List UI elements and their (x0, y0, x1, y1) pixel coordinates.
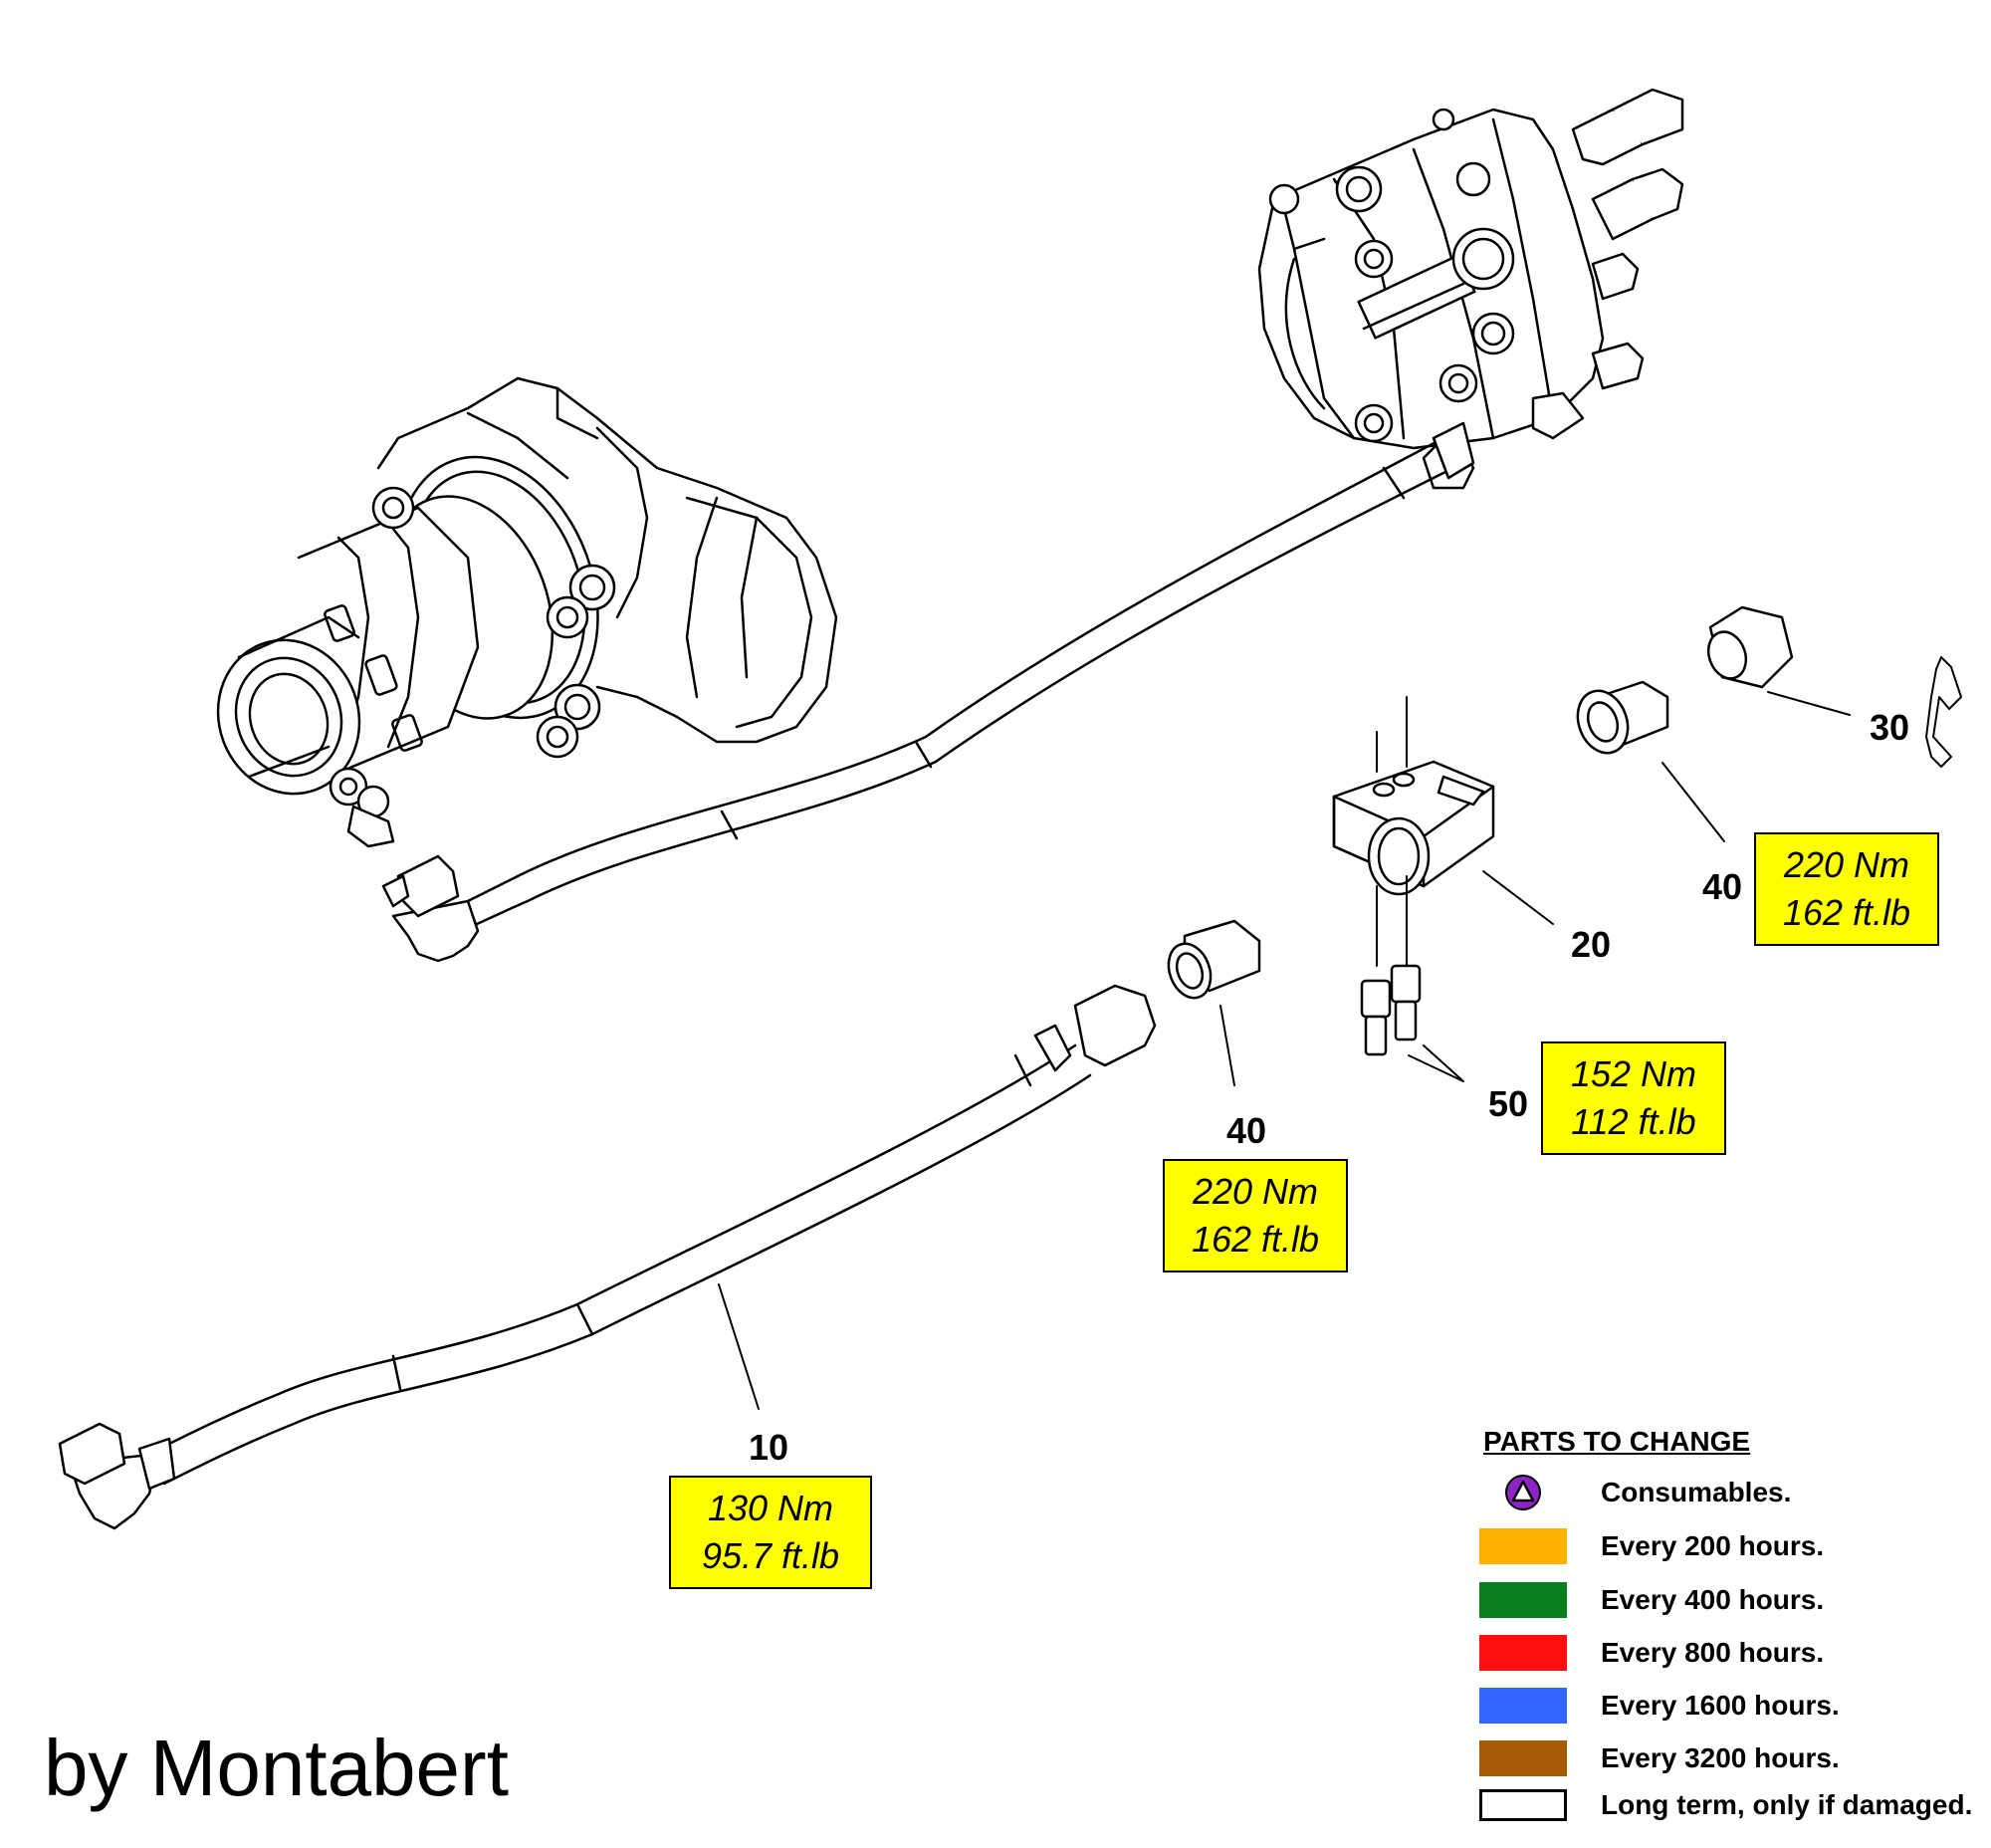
legend-item-400h: Every 400 hours. (1479, 1580, 1824, 1620)
legend-swatch (1479, 1635, 1567, 1671)
legend-swatch (1479, 1528, 1567, 1564)
torque-imperial: 162 ft.lb (1191, 1219, 1320, 1260)
torque-box-40-lower: 220 Nm 162 ft.lb (1163, 1159, 1348, 1272)
legend-label: Every 200 hours. (1601, 1530, 1825, 1561)
legend-label: Every 1600 hours. (1601, 1690, 1840, 1721)
callout-20: 20 (1571, 924, 1612, 965)
legend-swatch (1479, 1582, 1567, 1618)
callout-50: 50 (1488, 1083, 1529, 1124)
legend-swatch (1479, 1789, 1567, 1821)
torque-metric: 152 Nm (1570, 1053, 1697, 1094)
callout-10: 10 (749, 1427, 789, 1468)
legend-item-3200h: Every 3200 hours. (1479, 1738, 1840, 1778)
legend-item-1600h: Every 1600 hours. (1479, 1686, 1840, 1726)
legend-label: Long term, only if damaged. (1601, 1789, 1973, 1820)
torque-imperial: 95.7 ft.lb (701, 1535, 840, 1576)
screws-50 (1360, 964, 1422, 1056)
legend-label: Every 3200 hours. (1601, 1742, 1840, 1773)
legend-label: Consumables. (1601, 1477, 1792, 1507)
legend-item-800h: Every 800 hours. (1479, 1633, 1824, 1673)
block-20 (1332, 760, 1495, 896)
torque-metric: 220 Nm (1783, 844, 1910, 885)
upper-hose (381, 421, 1475, 963)
legend-title: PARTS TO CHANGE (1483, 1426, 1751, 1457)
valve-block (1257, 88, 1684, 490)
torque-imperial: 112 ft.lb (1571, 1101, 1696, 1142)
legend-label: Every 400 hours. (1601, 1584, 1825, 1615)
legend-item-consumables: Consumables. (1479, 1473, 1791, 1512)
legend-swatch (1479, 1688, 1567, 1724)
torque-box-50: 152 Nm 112 ft.lb (1541, 1041, 1726, 1155)
legend-swatch (1479, 1740, 1567, 1776)
legend-item-200h: Every 200 hours. (1479, 1526, 1824, 1566)
legend-item-long-term: Long term, only if damaged. (1479, 1785, 1972, 1825)
fitting-40-lower (1167, 919, 1261, 1000)
wrench-icon (1925, 656, 1962, 768)
screw-axis-line (1376, 696, 1408, 967)
torque-box-40-upper: 220 Nm 162 ft.lb (1754, 832, 1939, 946)
nut-30 (1706, 605, 1794, 689)
legend-label: Every 800 hours. (1601, 1637, 1825, 1668)
callout-30: 30 (1870, 707, 1910, 748)
callout-40-lower: 40 (1226, 1110, 1267, 1151)
rotation-motor (216, 376, 838, 848)
torque-box-10: 130 Nm 95.7 ft.lb (669, 1476, 872, 1589)
callout-40-upper: 40 (1702, 866, 1743, 907)
credit-text: by Montabert (44, 1724, 509, 1812)
torque-imperial: 162 ft.lb (1782, 892, 1911, 933)
triangle-in-circle-icon (1479, 1473, 1567, 1512)
leader-lines (718, 691, 1851, 1410)
torque-metric: 220 Nm (1192, 1171, 1319, 1212)
torque-metric: 130 Nm (707, 1488, 834, 1528)
hose-10 (58, 984, 1157, 1530)
fitting-40-upper (1576, 680, 1669, 755)
